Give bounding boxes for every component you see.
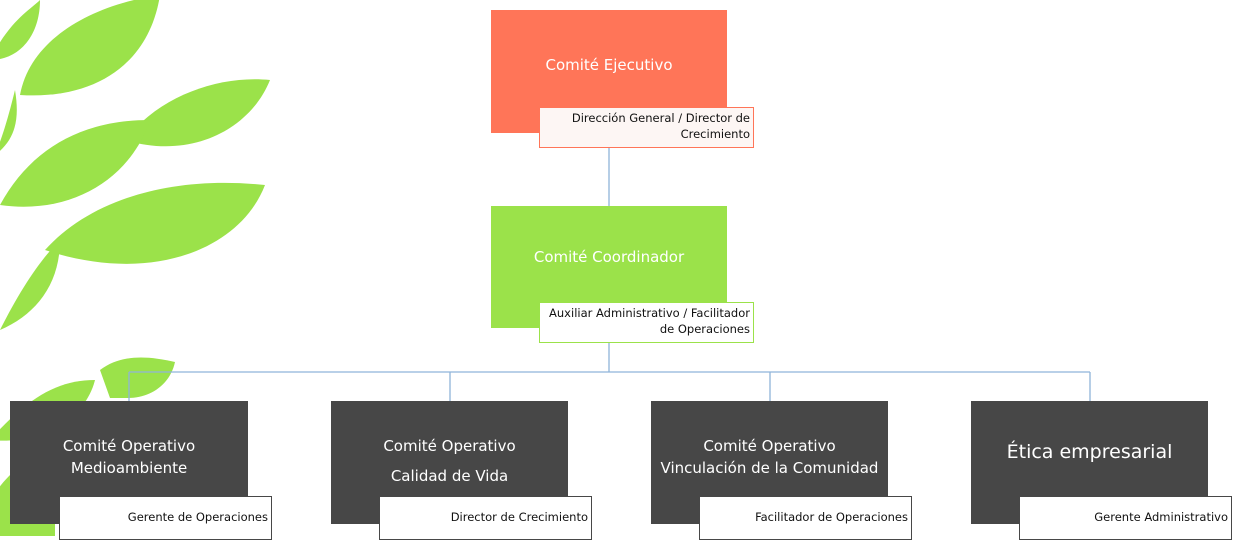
operative-committee-subtitle: Calidad de Vida [390, 467, 509, 485]
coordinator-role-label: Auxiliar Administrativo / Facilitador de… [539, 302, 754, 343]
operative-role-label: Facilitador de Operaciones [699, 496, 912, 540]
ethics-role-label: Gerente Administrativo [1019, 496, 1232, 540]
operative-role-label: Gerente de Operaciones [59, 496, 272, 540]
operative-committee-subtitle: Medioambiente [70, 459, 188, 477]
ethics-committee-title: Ética empresarial [1006, 441, 1173, 463]
operative-committee-subtitle: Vinculación de la Comunidad [660, 459, 879, 477]
operative-committee-title: Comité Operativo [383, 437, 516, 455]
leaf-shape [0, 0, 40, 59]
leaf-shape [20, 0, 160, 96]
operative-committee-title: Comité Operativo [703, 437, 836, 455]
leaf-shape [100, 357, 175, 398]
leaf-shape [0, 120, 150, 207]
executive-role-label: Dirección General / Director de Crecimie… [539, 107, 754, 148]
operative-committee-title: Comité Operativo [62, 437, 196, 455]
executive-committee-title: Comité Ejecutivo [545, 56, 673, 74]
leaf-shape [45, 182, 265, 264]
leaf-shape [0, 90, 17, 151]
coordinator-committee-title: Comité Coordinador [533, 248, 685, 266]
leaf-shape [125, 79, 270, 147]
leaf-shape [0, 240, 60, 330]
operative-role-label: Director de Crecimiento [379, 496, 592, 540]
